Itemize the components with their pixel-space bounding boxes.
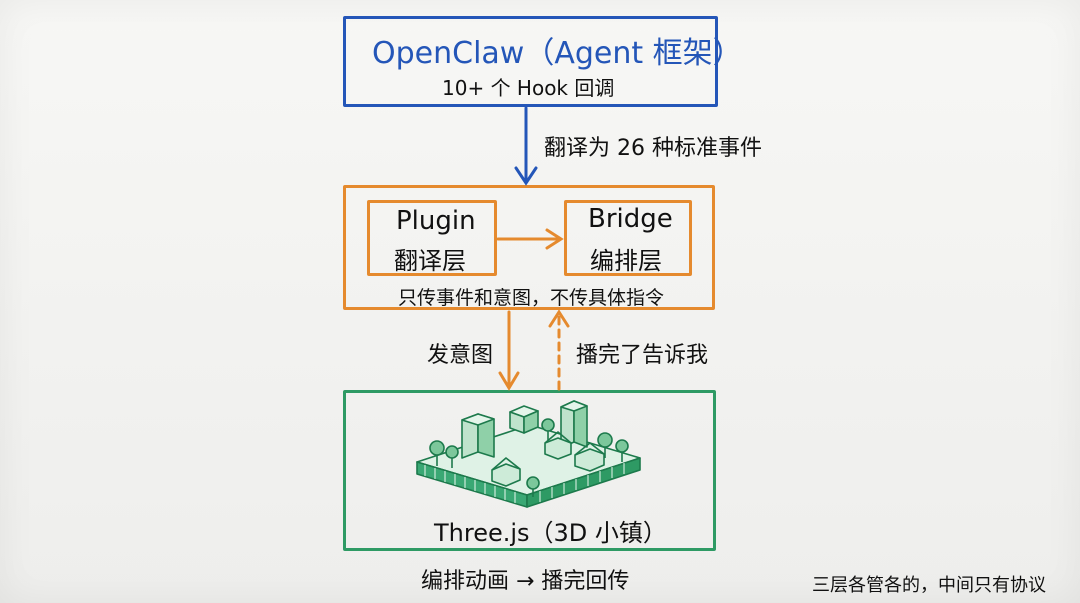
openclaw-subtitle: 10+ 个 Hook 回调 [442, 76, 615, 100]
bridge-box [564, 200, 692, 276]
plugin-label: Plugin [396, 206, 476, 236]
translate-events-label: 翻译为 26 种标准事件 [544, 136, 762, 161]
3d-town-illustration [416, 400, 641, 508]
arrow-middle-to-threejs [498, 310, 520, 391]
openclaw-title: OpenClaw（Agent 框架） [372, 36, 743, 71]
footer-right: 三层各管各的，中间只有协议 [812, 575, 1046, 596]
arrow-openclaw-to-middle [514, 106, 538, 186]
done-notify-label: 播完了告诉我 [576, 343, 709, 368]
middle-layer-box [343, 185, 715, 310]
plugin-sublabel: 翻译层 [394, 247, 466, 275]
middle-caption: 只传事件和意图，不传具体指令 [398, 287, 665, 309]
bridge-sublabel: 编排层 [590, 247, 662, 275]
arrow-plugin-to-bridge [496, 228, 564, 250]
send-intent-label: 发意图 [427, 343, 494, 368]
openclaw-box [343, 16, 718, 107]
plugin-box [367, 200, 497, 276]
footer-left: 编排动画 → 播完回传 [421, 569, 630, 594]
arrow-threejs-to-middle-dashed [548, 309, 570, 391]
threejs-title: Three.js（3D 小镇） [434, 519, 667, 547]
bridge-label: Bridge [588, 204, 673, 234]
threejs-box [343, 390, 716, 551]
